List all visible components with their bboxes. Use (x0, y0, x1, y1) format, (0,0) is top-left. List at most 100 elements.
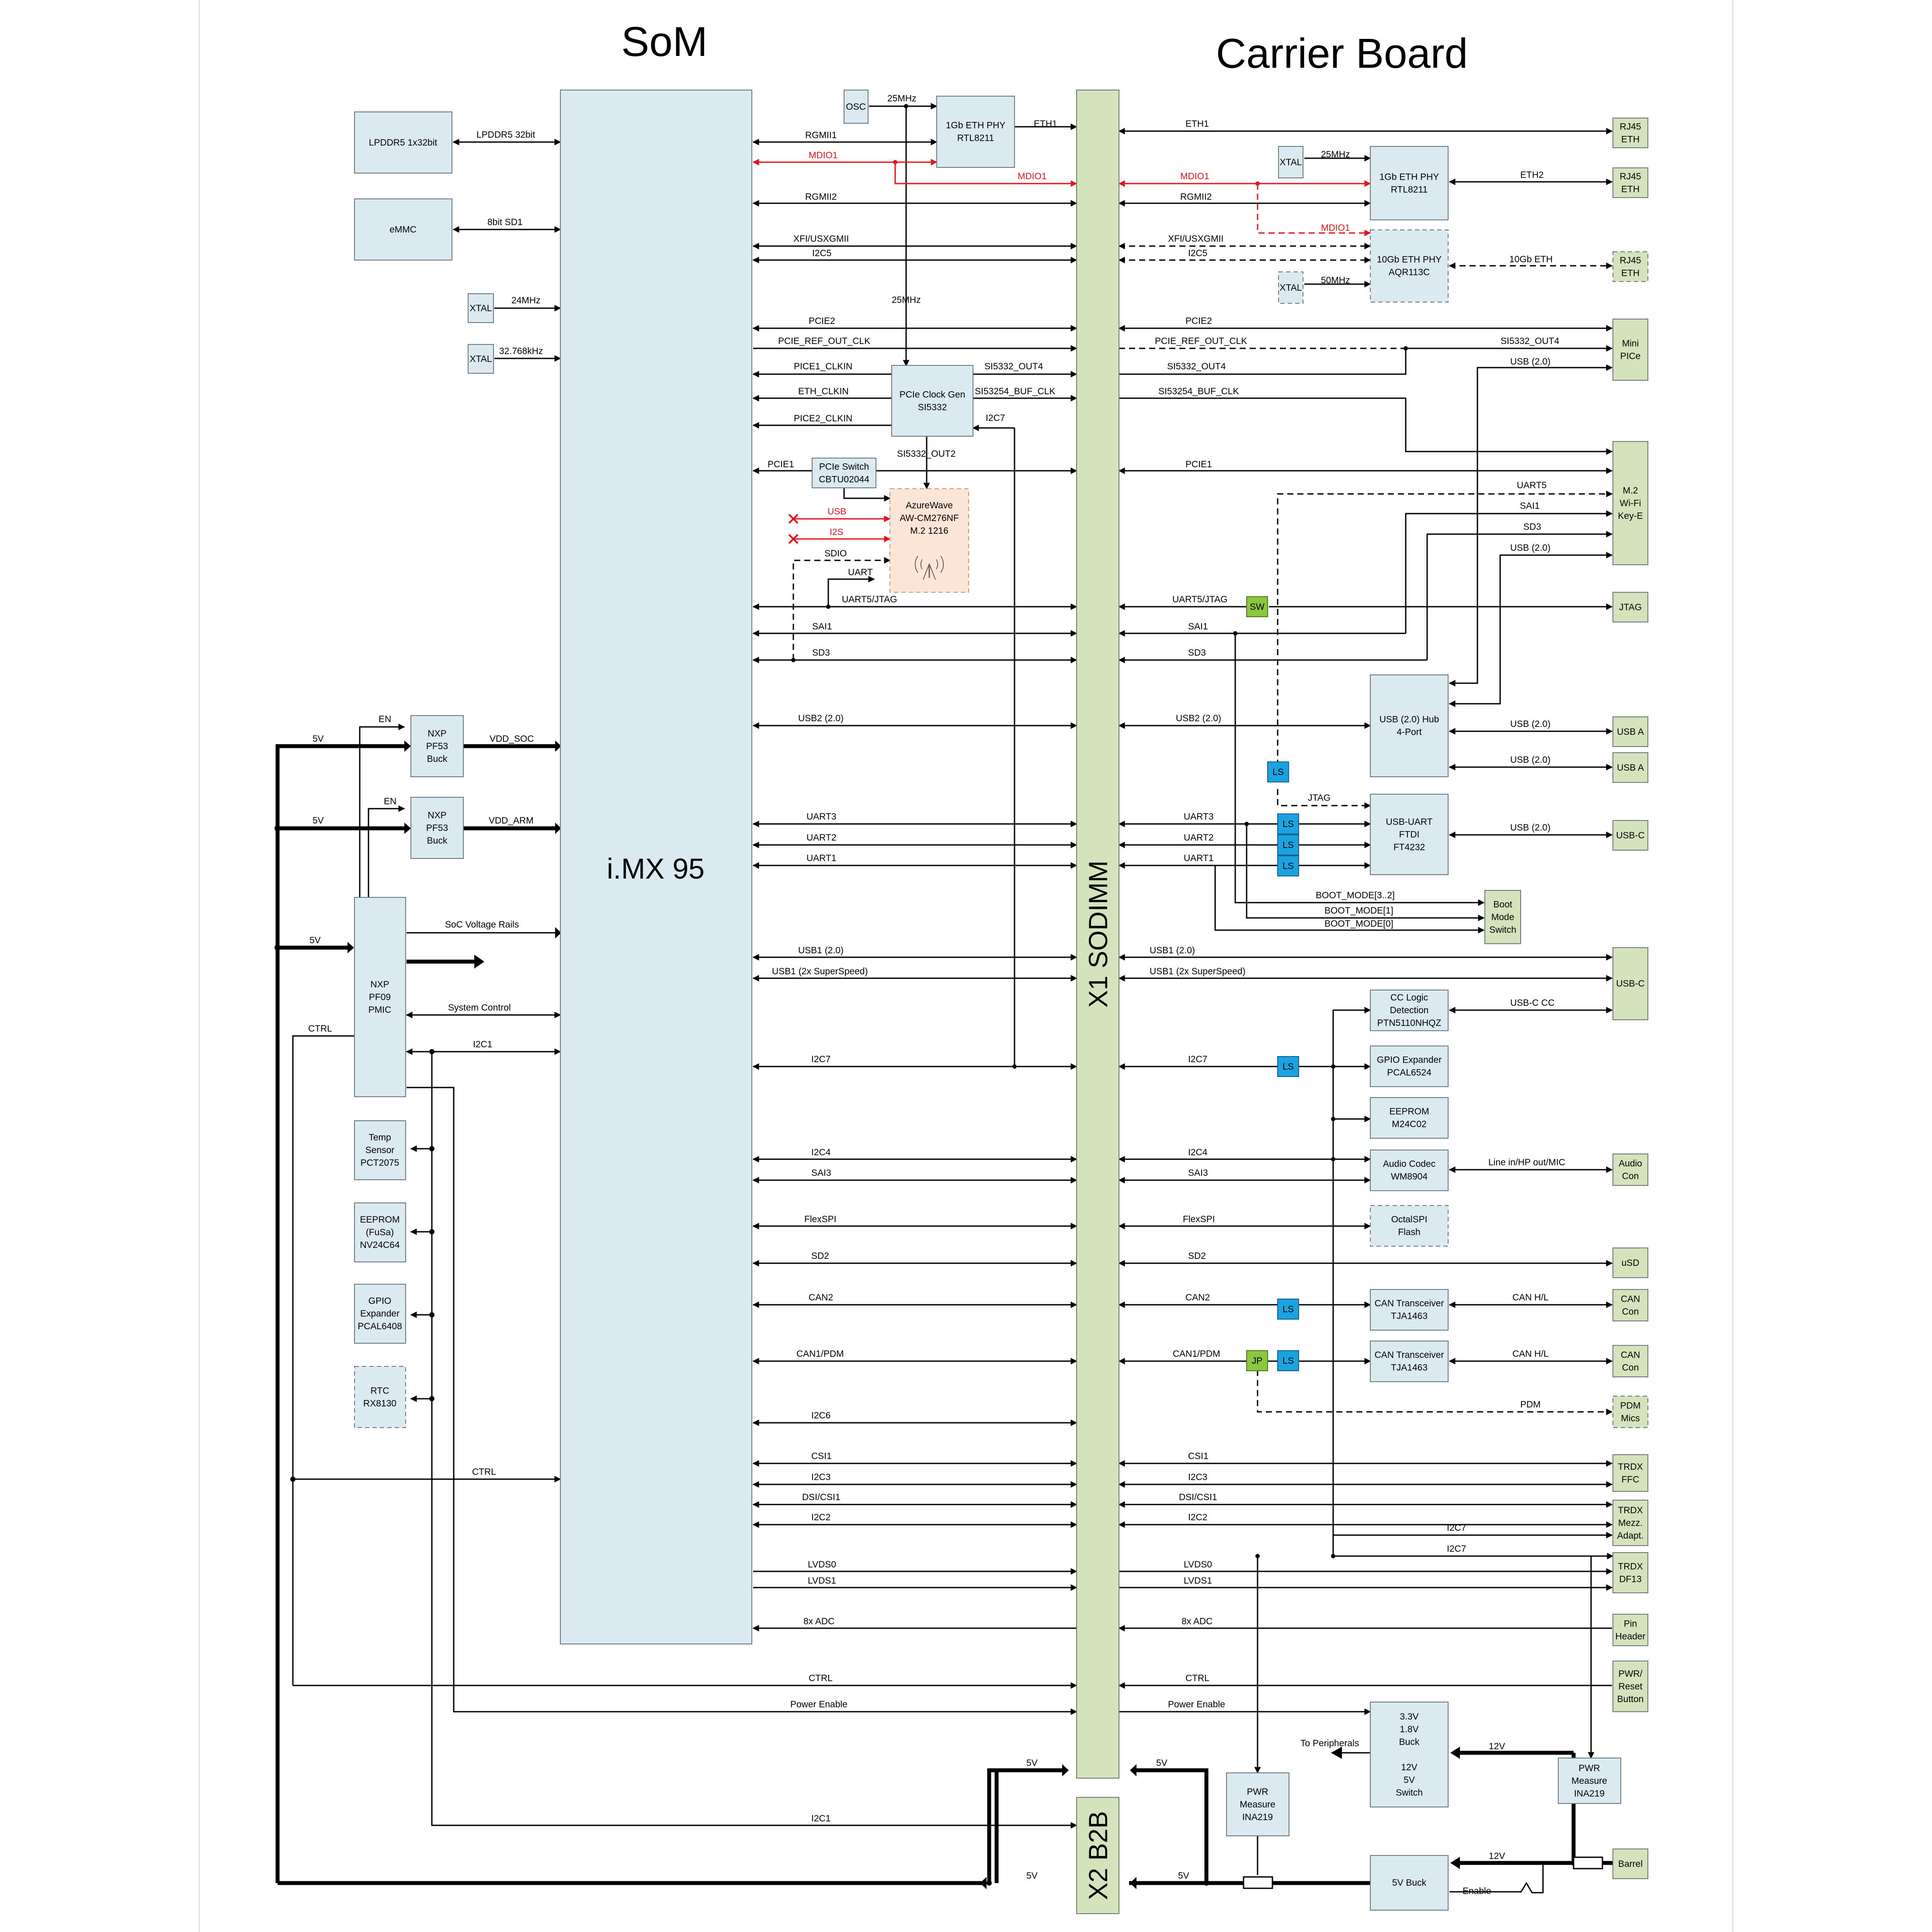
sig-label: 25MHz (1321, 149, 1350, 160)
cpu-label: i.MX 95 (607, 852, 705, 885)
sig-label: XFI/USXGMII (1168, 234, 1223, 244)
sig-label: ETH_CLKIN (798, 386, 849, 396)
temp-sensor (354, 1120, 406, 1180)
sig-label: PCIE2 (1185, 316, 1212, 326)
block-label: JTAG (1619, 602, 1642, 612)
eth-phy1 (936, 96, 1015, 168)
block-label: LS (1272, 767, 1284, 777)
sig-label: LPDDR5 32bit (476, 130, 535, 140)
x2-label: X2 B2B (1084, 1811, 1113, 1900)
sig-label: MDIO1 (1180, 171, 1209, 181)
pwr-reset-button (1612, 1661, 1648, 1712)
heading-som: SoM (621, 18, 707, 65)
block-label: LS (1282, 840, 1294, 850)
level-shifter-can1 (1277, 1350, 1299, 1371)
gpio-expander-carrier (1370, 1046, 1449, 1087)
sig-label: SDIO (824, 549, 847, 559)
sig-label: CAN H/L (1512, 1349, 1549, 1359)
eeprom-carrier (1370, 1097, 1449, 1139)
sig-label: 5V (1026, 1758, 1038, 1768)
rj45-eth-10g (1612, 251, 1648, 282)
block-label: XTAL (470, 303, 492, 313)
octalspi-flash (1370, 1205, 1449, 1247)
sig-label: USB (2.0) (1510, 357, 1550, 367)
level-shifter-uart2 (1277, 834, 1299, 855)
sig-label: BOOT_MODE[0] (1324, 919, 1393, 929)
block-label: LS (1282, 1304, 1294, 1314)
level-shifter-jtag (1267, 761, 1289, 782)
sig-label: DSI/CSI1 (802, 1492, 841, 1502)
sig-label: I2C7 (1447, 1523, 1466, 1533)
usb-uart (1370, 794, 1449, 875)
trdx-df13 (1612, 1552, 1648, 1593)
level-shifter-can2 (1277, 1299, 1299, 1320)
sig-label: CSI1 (811, 1451, 832, 1461)
usb-a-2 (1612, 752, 1648, 783)
sig-label: 32.768kHz (499, 346, 543, 356)
sig-label: SD3 (1188, 648, 1206, 658)
sig-label: SI53254_BUF_CLK (975, 386, 1055, 396)
block-label: 5V Buck (1392, 1878, 1427, 1888)
sig-label: ETH1 (1185, 119, 1209, 129)
sig-label: I2C4 (1188, 1147, 1208, 1157)
cc-logic (1370, 990, 1449, 1031)
x1-label: X1 SODIMM (1084, 861, 1113, 1008)
sig-label: SAI1 (812, 622, 832, 632)
sig-label: UART1 (1184, 853, 1213, 863)
can-con-1 (1612, 1289, 1648, 1321)
usb-hub (1370, 674, 1449, 777)
sig-label: SI53254_BUF_CLK (1158, 386, 1239, 396)
audio-codec (1370, 1150, 1449, 1191)
sig-label: USB1 (2x SuperSpeed) (1150, 966, 1245, 976)
sig-label: 25MHz (892, 295, 921, 305)
pcie-clock-gen (891, 365, 973, 437)
sig-label: CTRL (809, 1673, 833, 1683)
lpddr5-block (354, 111, 452, 174)
usd-slot (1612, 1247, 1648, 1278)
heading-carrier: Carrier Board (1216, 30, 1468, 77)
eth-phy2 (1370, 146, 1449, 220)
sig-label: 25MHz (887, 94, 917, 104)
block-label: LPDDR5 1x32bit (369, 138, 438, 148)
sig-label: 5V (309, 935, 321, 945)
block-label: OSC (846, 102, 866, 112)
block-label: USB-C (1616, 979, 1644, 989)
sig-label: SAI3 (1188, 1168, 1208, 1178)
block-label: JP (1252, 1356, 1263, 1366)
eeprom-fusa (354, 1202, 406, 1262)
emmc-block (354, 198, 452, 261)
sig-label: MDIO1 (1018, 171, 1047, 181)
sig-label: RGMII2 (805, 192, 837, 202)
sig-label: UART3 (806, 812, 836, 822)
block-label: XTAL (1280, 157, 1302, 167)
sig-label: SI5332_OUT2 (897, 449, 956, 459)
sig-label: VDD_ARM (489, 816, 534, 826)
pcie-switch (812, 458, 876, 488)
block-label: LS (1282, 1356, 1294, 1366)
sig-label: SI5332_OUT4 (1501, 336, 1560, 346)
sig-label: UART2 (806, 833, 836, 843)
sig-label: EN (379, 714, 391, 724)
sig-label: I2C1 (811, 1814, 830, 1824)
sig-label: PCIE_REF_OUT_CLK (778, 336, 870, 346)
block-label: Barrel (1618, 1859, 1643, 1869)
pwr-measure-1 (1226, 1772, 1289, 1836)
pdm-mics (1612, 1396, 1648, 1428)
sig-label: PCIE1 (768, 459, 794, 469)
sig-label: BOOT_MODE[1] (1324, 906, 1393, 916)
